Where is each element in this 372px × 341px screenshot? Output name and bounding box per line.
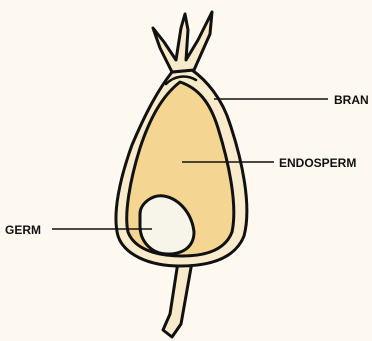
germ-label: GERM bbox=[5, 223, 41, 237]
tip-tuft bbox=[153, 12, 212, 72]
stem bbox=[163, 262, 192, 337]
bran-label: BRAN bbox=[334, 93, 369, 107]
endosperm-label: ENDOSPERM bbox=[279, 156, 356, 170]
